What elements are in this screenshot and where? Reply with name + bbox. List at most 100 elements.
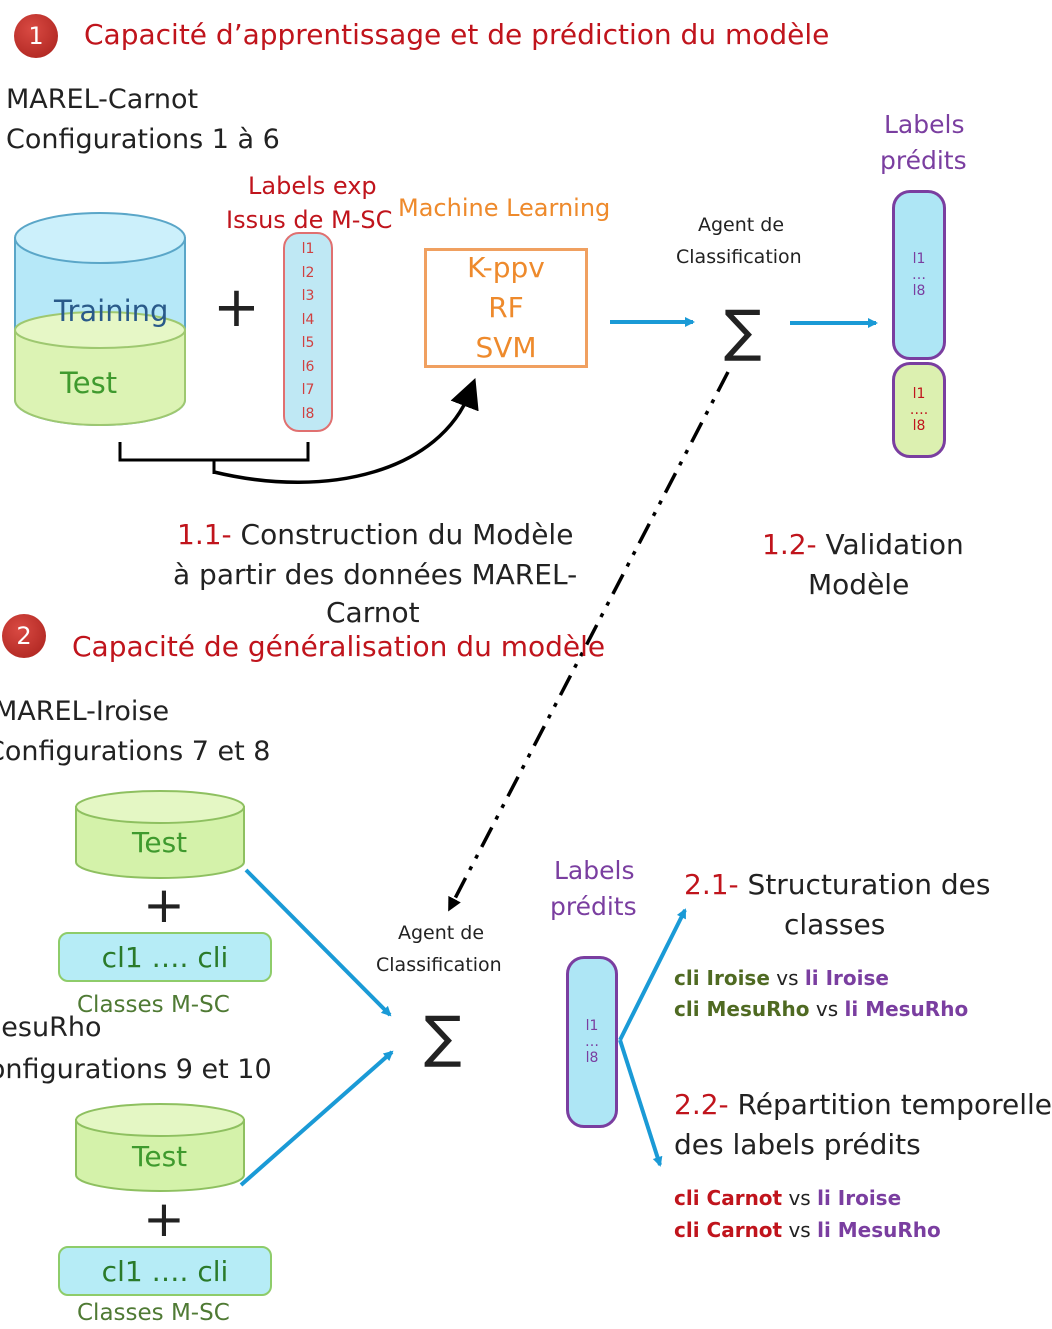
arrow-to-repartition — [618, 1039, 663, 1167]
label-item: l6 — [301, 358, 315, 375]
arrow-mesurho-to-agent — [239, 1050, 394, 1187]
arrow-build-model — [213, 378, 479, 484]
sigma1-icon: ∑ — [724, 299, 762, 364]
section1-badge: 1 — [14, 14, 58, 58]
mesurho-classes-box: cl1 …. cli — [58, 1246, 272, 1296]
ml-method-rf: RF — [488, 291, 524, 324]
iroise-dataset-name: MAREL-Iroise — [0, 696, 170, 727]
mesurho-test-cylinder — [75, 1103, 245, 1192]
pred-label-last: l8 — [912, 283, 926, 299]
section2-title: Capacité de généralisation du modèle — [72, 630, 606, 663]
pred1-pill-training: l1 … l8 — [892, 190, 946, 360]
labels-exp-subtitle: Issus de M-SC — [226, 206, 393, 234]
arrow-iroise-to-agent — [244, 868, 392, 1017]
pred-label-dots: …. — [909, 402, 929, 418]
label-item: l4 — [301, 311, 315, 328]
ml-method-kppv: K-ppv — [467, 251, 545, 284]
pred-label-dots: … — [912, 267, 926, 283]
step22-text: Répartition temporelle — [728, 1088, 1052, 1121]
sigma2-icon: ∑ — [424, 1005, 462, 1070]
pred-label-first: l1 — [912, 386, 926, 402]
step22-line1: 2.2- Répartition temporelle — [674, 1088, 1052, 1121]
carnot-cylinder — [14, 212, 186, 426]
iroise-dataset-configs: Configurations 7 et 8 — [0, 736, 271, 767]
label-item: l2 — [301, 264, 315, 281]
ml-method-svm: SVM — [475, 331, 537, 364]
labels-exp-pill: l1 l2 l3 l4 l5 l6 l7 l8 — [283, 232, 333, 432]
pred1-title-line2: prédits — [880, 146, 967, 175]
mesurho-dataset-configs: Configurations 9 et 10 — [0, 1054, 272, 1085]
mesurho-classes-caption: Classes M-SC — [77, 1300, 230, 1326]
label-item: l8 — [301, 405, 315, 422]
step11-line2: à partir des données MAREL- — [173, 558, 578, 591]
step11-line1: 1.1- Construction du Modèle — [177, 518, 573, 551]
pred-label-first: l1 — [585, 1018, 599, 1034]
step11-number: 1.1- — [177, 518, 232, 551]
agent2-label-line1: Agent de — [398, 922, 485, 944]
pred1-title-line1: Labels — [884, 110, 965, 139]
compare-label: li MesuRho — [844, 997, 969, 1021]
arrow-to-structuration — [618, 908, 687, 1041]
compare-label: li Iroise — [804, 966, 889, 990]
mesurho-test-label: Test — [132, 1140, 188, 1173]
agent1-label-line1: Agent de — [698, 214, 785, 236]
iroise-classes-box: cl1 …. cli — [58, 932, 272, 982]
step22-compare2: cli Carnot vs li MesuRho — [674, 1218, 941, 1242]
pred-label-dots: … — [585, 1034, 599, 1050]
step22-compare1: cli Carnot vs li Iroise — [674, 1186, 901, 1210]
compare-vs: vs — [782, 1218, 818, 1242]
ml-methods-box: K-ppv RF SVM — [424, 248, 588, 368]
step11-line3: Carnot — [326, 596, 420, 629]
pred1-pill-test: l1 …. l8 — [892, 362, 946, 458]
step22-number: 2.2- — [674, 1088, 729, 1121]
step12-line2: Modèle — [808, 568, 910, 601]
pred-label-last: l8 — [585, 1050, 599, 1066]
pred2-pill: l1 … l8 — [566, 956, 618, 1128]
step12-line1: 1.2- Validation — [762, 528, 964, 561]
step21-compare2: cli MesuRho vs li MesuRho — [674, 997, 968, 1021]
step22-line2: des labels prédits — [674, 1128, 921, 1161]
cylinder-test-label: Test — [60, 366, 118, 400]
iroise-test-cylinder — [75, 790, 245, 879]
compare-label: li Iroise — [817, 1186, 902, 1210]
step11-text: Construction du Modèle — [231, 518, 574, 551]
label-item: l1 — [301, 241, 315, 257]
dataset-brace — [118, 442, 310, 474]
agent2-label-line2: Classification — [376, 954, 502, 976]
compare-class: cli Carnot — [674, 1218, 783, 1242]
step21-number: 2.1- — [684, 868, 739, 901]
label-item: l3 — [301, 288, 315, 304]
ml-label: Machine Learning — [398, 194, 611, 222]
step12-text: Validation — [816, 528, 964, 561]
compare-vs: vs — [769, 966, 805, 990]
plus-icon: + — [213, 275, 260, 340]
iroise-plus-icon: + — [143, 876, 185, 934]
carnot-dataset-name: MAREL-Carnot — [6, 84, 199, 115]
section1-title: Capacité d’apprentissage et de prédictio… — [84, 18, 830, 51]
pred2-title-line1: Labels — [554, 856, 635, 885]
carnot-dataset-configs: Configurations 1 à 6 — [6, 124, 280, 155]
dash-dot-link — [448, 371, 730, 912]
compare-class: cli Iroise — [674, 966, 770, 990]
pred-label-first: l1 — [912, 251, 926, 267]
step21-line2: classes — [784, 908, 886, 941]
iroise-test-label: Test — [132, 826, 188, 859]
label-item: l5 — [301, 335, 315, 351]
agent1-label-line2: Classification — [676, 246, 802, 268]
labels-exp-title: Labels exp — [248, 172, 377, 200]
step12-number: 1.2- — [762, 528, 817, 561]
iroise-classes-caption: Classes M-SC — [77, 992, 230, 1018]
step21-text: Structuration des — [738, 868, 991, 901]
mesurho-dataset-name: MesuRho — [0, 1012, 102, 1043]
step21-line1: 2.1- Structuration des — [684, 868, 990, 901]
compare-vs: vs — [809, 997, 845, 1021]
compare-label: li MesuRho — [817, 1218, 941, 1242]
label-item: l7 — [301, 382, 315, 398]
cylinder-training-label: Training — [54, 294, 169, 328]
compare-class: cli Carnot — [674, 1186, 783, 1210]
pred2-title-line2: prédits — [550, 892, 637, 921]
section2-badge: 2 — [2, 614, 46, 658]
mesurho-plus-icon: + — [143, 1190, 185, 1248]
pred-label-last: l8 — [912, 418, 926, 434]
